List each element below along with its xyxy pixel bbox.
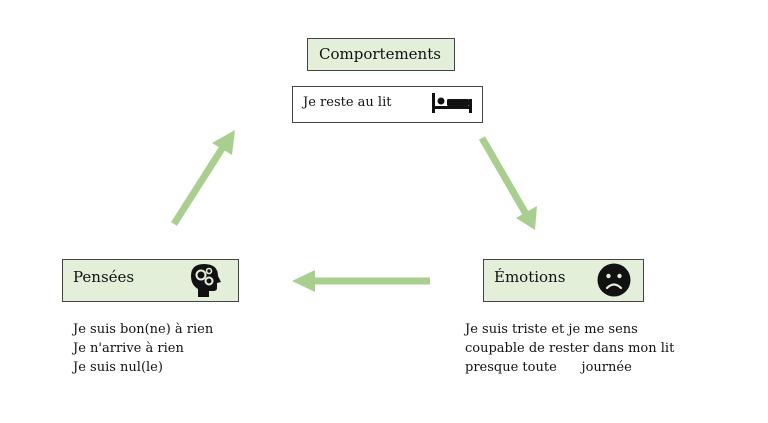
thoughts-line: Je suis bon(ne) à rien bbox=[73, 322, 214, 337]
thoughts-title: Pensées bbox=[73, 268, 135, 286]
emotions-line: coupable de rester dans mon lit bbox=[465, 341, 675, 356]
emotions-line: Je suis triste et je me sens bbox=[465, 322, 638, 337]
arrow-thoughts-to-behaviors bbox=[171, 130, 235, 226]
arrow-behaviors-to-emotions bbox=[478, 136, 537, 230]
thoughts-box: Pensées bbox=[62, 259, 239, 302]
emotions-line: presque toute journée bbox=[465, 360, 632, 375]
arrow-emotions-to-thoughts bbox=[292, 270, 430, 292]
behaviors-title: Comportements bbox=[319, 45, 441, 63]
sad-face-icon bbox=[597, 263, 631, 297]
emotions-title: Émotions bbox=[494, 268, 566, 286]
emotions-description: Je suis triste et je me sens coupable de… bbox=[465, 320, 674, 377]
head-gears-icon bbox=[191, 264, 221, 297]
behaviors-title-box: Comportements bbox=[307, 38, 455, 71]
thoughts-line: Je n'arrive à rien bbox=[73, 341, 184, 356]
thoughts-description: Je suis bon(ne) à rien Je n'arrive à rie… bbox=[73, 320, 213, 377]
behaviors-example-box: Je reste au lit bbox=[292, 86, 483, 123]
emotions-box: Émotions bbox=[483, 259, 644, 302]
bed-icon bbox=[432, 93, 472, 113]
thoughts-line: Je suis nul(le) bbox=[73, 360, 163, 375]
behaviors-example-text: Je reste au lit bbox=[303, 95, 392, 110]
